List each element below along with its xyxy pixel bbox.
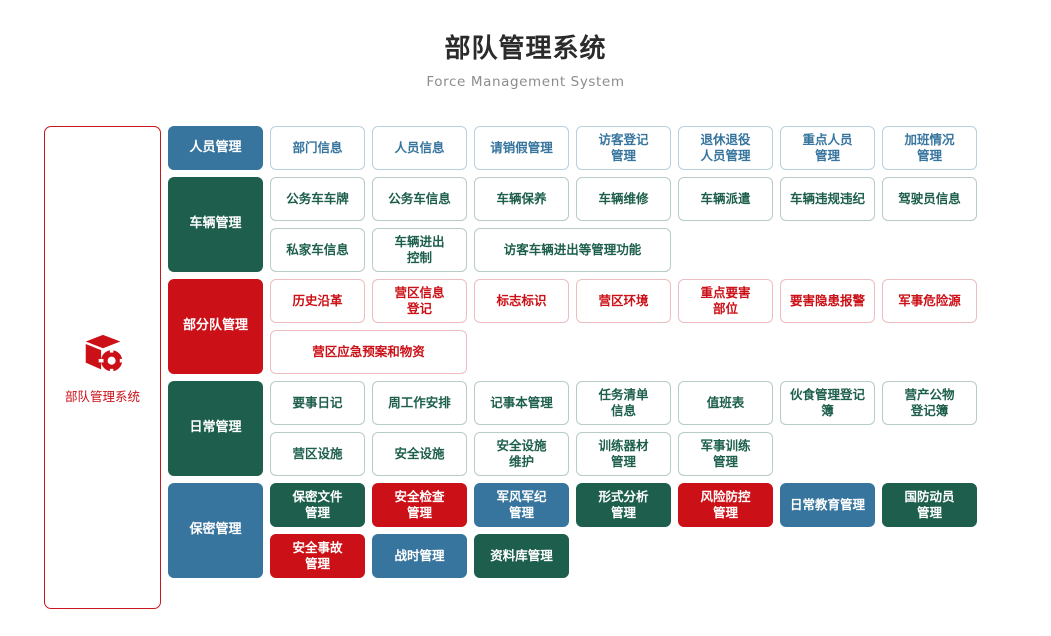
- module-card[interactable]: 周工作安排: [372, 381, 467, 425]
- module-grid: 人员管理部门信息人员信息请销假管理访客登记 管理退休退役 人员管理重点人员 管理…: [168, 126, 1044, 585]
- module-card[interactable]: 车辆进出 控制: [372, 228, 467, 272]
- module-card[interactable]: 请销假管理: [474, 126, 569, 170]
- module-card[interactable]: 日常教育管理: [780, 483, 875, 527]
- row-header-1[interactable]: 人员管理: [168, 126, 263, 170]
- module-card[interactable]: 军事危险源: [882, 279, 977, 323]
- cell-line: 历史沿革营区信息 登记标志标识营区环境重点要害 部位要害隐患报警军事危险源: [270, 279, 1044, 323]
- module-card[interactable]: 国防动员 管理: [882, 483, 977, 527]
- module-card[interactable]: 形式分析 管理: [576, 483, 671, 527]
- cell-line: 营区设施安全设施安全设施 维护训练器材 管理军事训练 管理: [270, 432, 1044, 476]
- module-card[interactable]: 安全设施: [372, 432, 467, 476]
- module-row: 日常管理要事日记周工作安排记事本管理任务清单 信息值班表伙食管理登记簿营产公物 …: [168, 381, 1044, 476]
- module-card[interactable]: 记事本管理: [474, 381, 569, 425]
- row-cells: 保密文件 管理安全检查 管理军风军纪 管理形式分析 管理风险防控 管理日常教育管…: [270, 483, 1044, 578]
- cell-line: 保密文件 管理安全检查 管理军风军纪 管理形式分析 管理风险防控 管理日常教育管…: [270, 483, 1044, 527]
- module-card[interactable]: 重点要害 部位: [678, 279, 773, 323]
- module-card[interactable]: 值班表: [678, 381, 773, 425]
- module-card[interactable]: 车辆保养: [474, 177, 569, 221]
- module-card[interactable]: 人员信息: [372, 126, 467, 170]
- row-header-3[interactable]: 部分队管理: [168, 279, 263, 374]
- cell-line: 安全事故 管理战时管理资料库管理: [270, 534, 1044, 578]
- row-cells: 历史沿革营区信息 登记标志标识营区环境重点要害 部位要害隐患报警军事危险源营区应…: [270, 279, 1044, 374]
- module-card[interactable]: 车辆派遣: [678, 177, 773, 221]
- module-card[interactable]: 安全设施 维护: [474, 432, 569, 476]
- row-cells: 要事日记周工作安排记事本管理任务清单 信息值班表伙食管理登记簿营产公物 登记簿营…: [270, 381, 1044, 476]
- module-row: 保密管理保密文件 管理安全检查 管理军风军纪 管理形式分析 管理风险防控 管理日…: [168, 483, 1044, 578]
- sidebar-system-panel[interactable]: 部队管理系统: [44, 126, 161, 609]
- module-card[interactable]: 车辆维修: [576, 177, 671, 221]
- row-header-2[interactable]: 车辆管理: [168, 177, 263, 272]
- module-card[interactable]: 公务车信息: [372, 177, 467, 221]
- box-gear-icon: [80, 331, 126, 377]
- module-card[interactable]: 公务车车牌: [270, 177, 365, 221]
- module-card[interactable]: 要害隐患报警: [780, 279, 875, 323]
- module-card[interactable]: 要事日记: [270, 381, 365, 425]
- module-card[interactable]: 安全事故 管理: [270, 534, 365, 578]
- module-card[interactable]: 营产公物 登记簿: [882, 381, 977, 425]
- module-card[interactable]: 营区应急预案和物资: [270, 330, 467, 374]
- module-card[interactable]: 任务清单 信息: [576, 381, 671, 425]
- module-card[interactable]: 访客登记 管理: [576, 126, 671, 170]
- module-card[interactable]: 部门信息: [270, 126, 365, 170]
- row-header-5[interactable]: 保密管理: [168, 483, 263, 578]
- module-card[interactable]: 安全检查 管理: [372, 483, 467, 527]
- sidebar-label: 部队管理系统: [64, 388, 140, 404]
- module-card[interactable]: 标志标识: [474, 279, 569, 323]
- cell-line: 要事日记周工作安排记事本管理任务清单 信息值班表伙食管理登记簿营产公物 登记簿: [270, 381, 1044, 425]
- module-card[interactable]: 访客车辆进出等管理功能: [474, 228, 671, 272]
- module-card[interactable]: 营区信息 登记: [372, 279, 467, 323]
- module-card[interactable]: 资料库管理: [474, 534, 569, 578]
- module-card[interactable]: 私家车信息: [270, 228, 365, 272]
- cell-line: 公务车车牌公务车信息车辆保养车辆维修车辆派遣车辆违规违纪驾驶员信息: [270, 177, 1044, 221]
- module-card[interactable]: 战时管理: [372, 534, 467, 578]
- cell-line: 私家车信息车辆进出 控制访客车辆进出等管理功能: [270, 228, 1044, 272]
- row-header-4[interactable]: 日常管理: [168, 381, 263, 476]
- module-card[interactable]: 车辆违规违纪: [780, 177, 875, 221]
- module-card[interactable]: 加班情况 管理: [882, 126, 977, 170]
- page-header: 部队管理系统 Force Management System: [0, 0, 1051, 90]
- module-card[interactable]: 重点人员 管理: [780, 126, 875, 170]
- module-card[interactable]: 伙食管理登记簿: [780, 381, 875, 425]
- module-card[interactable]: 训练器材 管理: [576, 432, 671, 476]
- module-row: 车辆管理公务车车牌公务车信息车辆保养车辆维修车辆派遣车辆违规违纪驾驶员信息私家车…: [168, 177, 1044, 272]
- module-row: 人员管理部门信息人员信息请销假管理访客登记 管理退休退役 人员管理重点人员 管理…: [168, 126, 1044, 170]
- page-subtitle: Force Management System: [426, 74, 625, 91]
- module-card[interactable]: 历史沿革: [270, 279, 365, 323]
- module-card[interactable]: 驾驶员信息: [882, 177, 977, 221]
- module-card[interactable]: 营区环境: [576, 279, 671, 323]
- module-card[interactable]: 军事训练 管理: [678, 432, 773, 476]
- module-row: 部分队管理历史沿革营区信息 登记标志标识营区环境重点要害 部位要害隐患报警军事危…: [168, 279, 1044, 374]
- module-card[interactable]: 退休退役 人员管理: [678, 126, 773, 170]
- module-card[interactable]: 军风军纪 管理: [474, 483, 569, 527]
- module-card[interactable]: 风险防控 管理: [678, 483, 773, 527]
- main-layout: 部队管理系统 人员管理部门信息人员信息请销假管理访客登记 管理退休退役 人员管理…: [0, 126, 1051, 609]
- module-card[interactable]: 营区设施: [270, 432, 365, 476]
- cell-line: 部门信息人员信息请销假管理访客登记 管理退休退役 人员管理重点人员 管理加班情况…: [270, 126, 1044, 170]
- row-cells: 公务车车牌公务车信息车辆保养车辆维修车辆派遣车辆违规违纪驾驶员信息私家车信息车辆…: [270, 177, 1044, 272]
- row-cells: 部门信息人员信息请销假管理访客登记 管理退休退役 人员管理重点人员 管理加班情况…: [270, 126, 1044, 170]
- cell-line: 营区应急预案和物资: [270, 330, 1044, 374]
- page-title: 部队管理系统: [444, 34, 607, 64]
- module-card[interactable]: 保密文件 管理: [270, 483, 365, 527]
